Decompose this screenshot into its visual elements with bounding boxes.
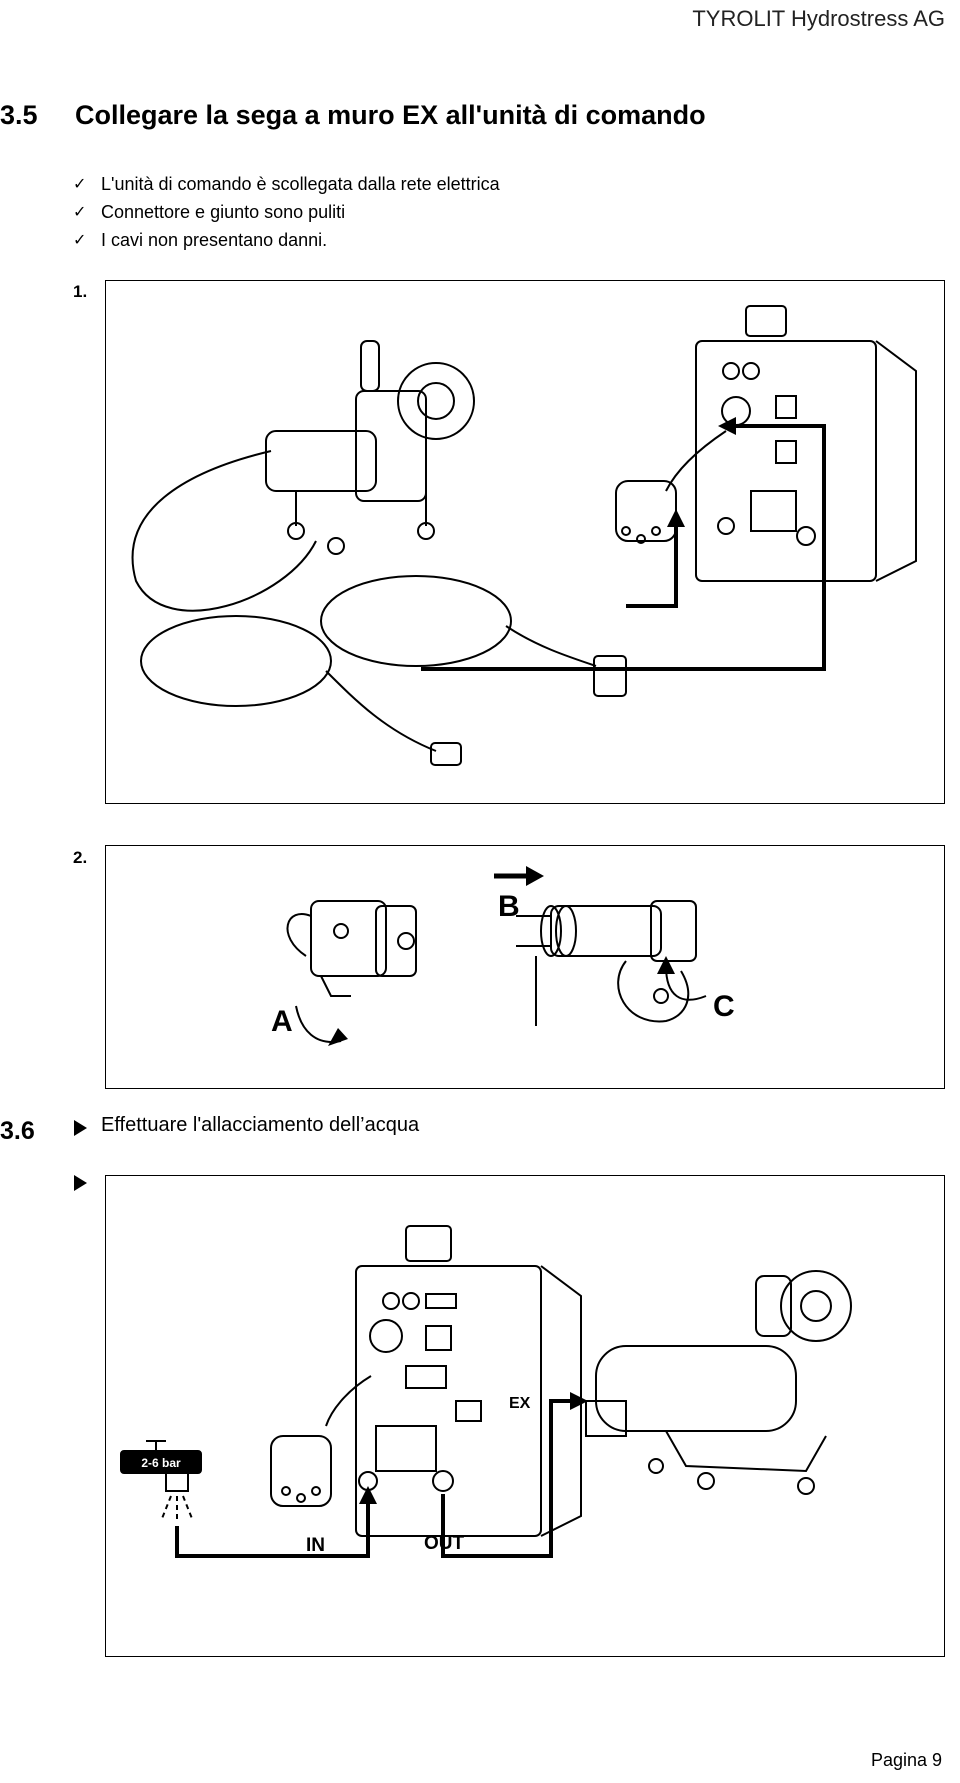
requirement-item: ✓Connettore e giunto sono puliti (73, 198, 500, 226)
label-ex: EX (509, 1395, 531, 1412)
label-c: C (713, 990, 735, 1023)
figure-3-illustration: 2-6 bar IN OUT EX (120, 1225, 852, 1558)
figure-1-illustration (131, 305, 917, 766)
section-number: 3.5 (0, 100, 38, 130)
label-b: B (498, 890, 520, 923)
check-icon: ✓ (73, 174, 87, 193)
figure-2-illustration: A B C (271, 866, 735, 1046)
figure-3-water-connection: 2-6 bar IN OUT EX (105, 1175, 945, 1657)
footer-page-number: Pagina 9 (870, 1750, 942, 1770)
action-arrow-icon (74, 1120, 87, 1136)
figure-1-connection (105, 280, 945, 804)
header-company-name: TYROLIT Hydrostress AG (692, 6, 945, 31)
subsection-action-text: Effettuare l'allacciamento dell’acqua (101, 1114, 420, 1136)
requirement-item: ✓L'unità di comando è scollegata dalla r… (73, 170, 500, 198)
section-title: 3.5 Collegare la sega a muro EX all'unità… (0, 100, 706, 131)
section-title-text: Collegare la sega a muro EX all'unità di… (75, 100, 706, 130)
label-in: IN (306, 1535, 325, 1556)
action-arrow-icon (74, 1175, 87, 1191)
step-number-2: 2. (73, 848, 88, 867)
requirements-list: ✓L'unità di comando è scollegata dalla r… (73, 170, 500, 254)
step-number-1: 1. (73, 282, 88, 301)
label-out: OUT (424, 1533, 465, 1554)
requirement-item: ✓I cavi non presentano danni. (73, 226, 500, 254)
check-icon: ✓ (73, 202, 87, 221)
label-a: A (271, 1005, 293, 1038)
pressure-label: 2-6 bar (141, 1456, 181, 1470)
figure-2-connector-locking: A B C (105, 845, 945, 1089)
subsection-number: 3.6 (0, 1117, 35, 1145)
check-icon: ✓ (73, 230, 87, 249)
